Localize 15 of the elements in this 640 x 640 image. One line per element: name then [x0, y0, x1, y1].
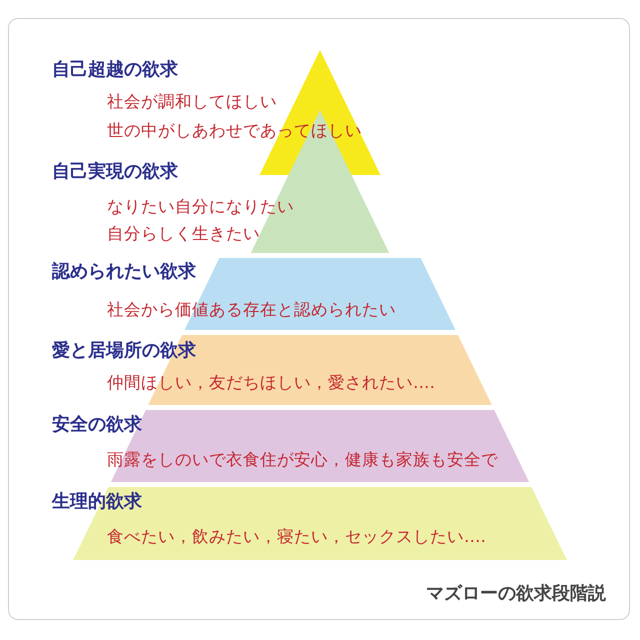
need-description: なりたい自分になりたい: [107, 196, 294, 218]
level-heading: 自己実現の欲求: [52, 161, 178, 183]
need-description: 仲間ほしい，友だちほしい，愛されたい‥‥: [107, 372, 436, 394]
need-description: 世の中がしあわせであってほしい: [107, 120, 362, 142]
level-heading: 愛と居場所の欲求: [52, 340, 196, 362]
need-description: 雨露をしのいで衣食住が安心，健康も家族も安全で: [107, 449, 498, 471]
need-description: 社会から価値ある存在と認められたい: [107, 299, 396, 321]
need-description: 自分らしく生きたい: [107, 223, 260, 245]
need-description: 社会が調和してほしい: [107, 91, 277, 113]
need-description: 食べたい，飲みたい，寝たい，セックスしたい‥‥: [107, 526, 486, 548]
level-heading: 自己超越の欲求: [52, 59, 178, 81]
level-heading: 認められたい欲求: [52, 261, 196, 283]
level-heading: 生理的欲求: [52, 491, 142, 513]
level-heading: 安全の欲求: [52, 414, 142, 436]
caption: マズローの欲求段階説: [426, 583, 606, 605]
